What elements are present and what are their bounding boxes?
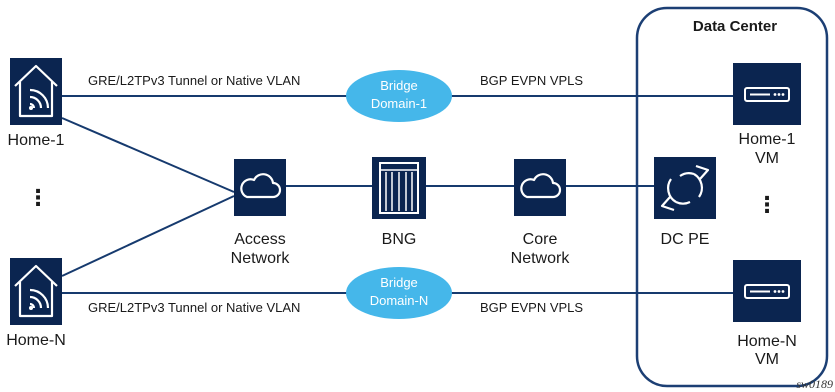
house-wifi-icon xyxy=(10,58,62,125)
server-icon xyxy=(733,63,801,125)
core-network-label-1: Core xyxy=(523,231,558,248)
home-ellipsis: ⋮ xyxy=(27,185,49,210)
home-n-vm-label-2: VM xyxy=(755,351,779,368)
cloud-icon xyxy=(514,159,566,216)
svg-text:Domain-1: Domain-1 xyxy=(371,96,427,111)
home-1-node: Home-1 xyxy=(8,58,65,149)
core-network-node: Core Network xyxy=(511,159,571,267)
link-label-top-access: GRE/L2TPv3 Tunnel or Native VLAN xyxy=(88,73,300,88)
data-center-box xyxy=(635,6,829,388)
bng-node: BNG xyxy=(372,157,426,248)
home-1-vm-label-2: VM xyxy=(755,150,779,167)
dc-pe-label: DC PE xyxy=(661,231,710,248)
vm-ellipsis: ⋮ xyxy=(756,192,778,217)
access-network-label-2: Network xyxy=(231,250,291,267)
home-n-label: Home-N xyxy=(6,332,66,349)
router-cycle-icon xyxy=(654,157,716,219)
cloud-icon xyxy=(234,159,286,216)
home-1-label: Home-1 xyxy=(8,132,65,149)
server-rack-icon xyxy=(372,157,426,219)
bng-label: BNG xyxy=(382,231,417,248)
access-network-label-1: Access xyxy=(234,231,286,248)
svg-text:Bridge: Bridge xyxy=(380,275,418,290)
home-n-node: Home-N xyxy=(6,258,66,349)
svg-text:Domain-N: Domain-N xyxy=(370,293,429,308)
link-homeN-access xyxy=(61,195,235,277)
link-label-bottom-evpn: BGP EVPN VPLS xyxy=(480,300,583,315)
data-center-title: Data Center xyxy=(693,18,777,35)
core-network-label-2: Network xyxy=(511,250,571,267)
server-icon xyxy=(733,260,801,322)
bridge-domain-n: Bridge Domain-N xyxy=(346,267,452,319)
link-label-top-evpn: BGP EVPN VPLS xyxy=(480,73,583,88)
home-n-vm-node: Home-N VM xyxy=(733,260,801,368)
link-label-bottom-access: GRE/L2TPv3 Tunnel or Native VLAN xyxy=(88,300,300,315)
dc-pe-node: DC PE xyxy=(654,157,716,248)
home-1-vm-node: Home-1 VM xyxy=(733,63,801,167)
home-1-vm-label-1: Home-1 xyxy=(739,131,796,148)
svg-text:Bridge: Bridge xyxy=(380,78,418,93)
bridge-domain-1: Bridge Domain-1 xyxy=(346,70,452,122)
house-wifi-icon xyxy=(10,258,62,325)
figure-reference-id: sw0189 xyxy=(796,377,833,391)
access-network-node: Access Network xyxy=(231,159,291,267)
link-home1-access xyxy=(61,117,235,193)
home-n-vm-label-1: Home-N xyxy=(737,333,797,350)
